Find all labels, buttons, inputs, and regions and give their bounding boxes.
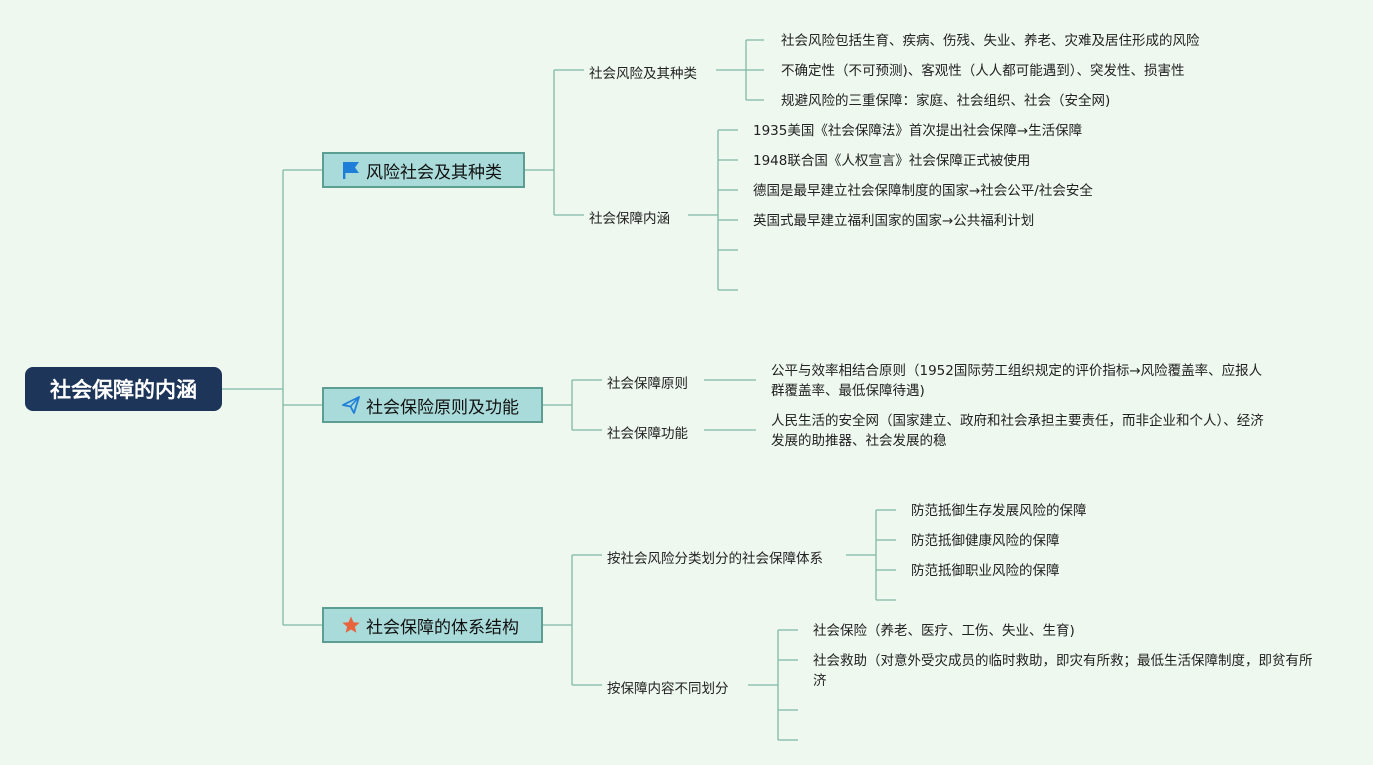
leaf-topic[interactable]: 社会保险（养老、医疗、工伤、失业、生育) — [813, 623, 1075, 639]
branch-system-structure[interactable]: 社会保障的体系结构 — [322, 607, 543, 643]
sub-topic[interactable]: 社会风险及其种类 — [589, 66, 697, 82]
leaf-topic[interactable]: 英国式最早建立福利国家的国家→公共福利计划 — [753, 213, 1035, 229]
leaf-topic[interactable]: 德国是最早建立社会保障制度的国家→社会公平/社会安全 — [753, 183, 1093, 199]
leaf-topic[interactable]: 社会救助（对意外受灾成员的临时救助，即灾有所救；最低生活保障制度，即贫有所济 — [813, 653, 1313, 689]
flag-icon — [340, 159, 362, 181]
sub-topic[interactable]: 社会保障内涵 — [589, 211, 670, 227]
leaf-topic[interactable]: 规避风险的三重保障：家庭、社会组织、社会（安全网) — [781, 93, 1111, 109]
branch-label: 风险社会及其种类 — [366, 162, 502, 183]
branch-label: 社会保险原则及功能 — [366, 397, 519, 418]
leaf-topic[interactable]: 1948联合国《人权宣言》社会保障正式被使用 — [753, 153, 1031, 169]
root-topic[interactable]: 社会保障的内涵 — [25, 367, 222, 411]
branch-insurance-principles[interactable]: 社会保险原则及功能 — [322, 387, 543, 423]
star-icon — [340, 614, 362, 636]
branch-risk-society[interactable]: 风险社会及其种类 — [322, 152, 525, 188]
sub-topic[interactable]: 按保障内容不同划分 — [607, 681, 729, 697]
leaf-topic[interactable]: 公平与效率相结合原则（1952国际劳工组织规定的评价指标→风险覆盖率、应报人群覆… — [771, 363, 1263, 399]
paper-plane-icon — [340, 394, 362, 416]
leaf-topic[interactable]: 不确定性（不可预测)、客观性（人人都可能遇到）、突发性、损害性 — [781, 63, 1185, 79]
sub-topic[interactable]: 社会保障功能 — [607, 426, 688, 442]
leaf-topic[interactable]: 社会风险包括生育、疾病、伤残、失业、养老、灾难及居住形成的风险 — [781, 33, 1200, 49]
leaf-topic[interactable]: 人民生活的安全网（国家建立、政府和社会承担主要责任，而非企业和个人）、经济发展的… — [771, 413, 1264, 449]
branch-label: 社会保障的体系结构 — [366, 617, 519, 638]
leaf-topic[interactable]: 防范抵御健康风险的保障 — [911, 533, 1060, 549]
sub-topic[interactable]: 社会保障原则 — [607, 376, 688, 392]
sub-topic[interactable]: 按社会风险分类划分的社会保障体系 — [607, 551, 823, 567]
leaf-topic[interactable]: 1935美国《社会保障法》首次提出社会保障→生活保障 — [753, 123, 1083, 139]
leaf-topic[interactable]: 防范抵御职业风险的保障 — [911, 563, 1060, 579]
leaf-topic[interactable]: 防范抵御生存发展风险的保障 — [911, 503, 1087, 519]
